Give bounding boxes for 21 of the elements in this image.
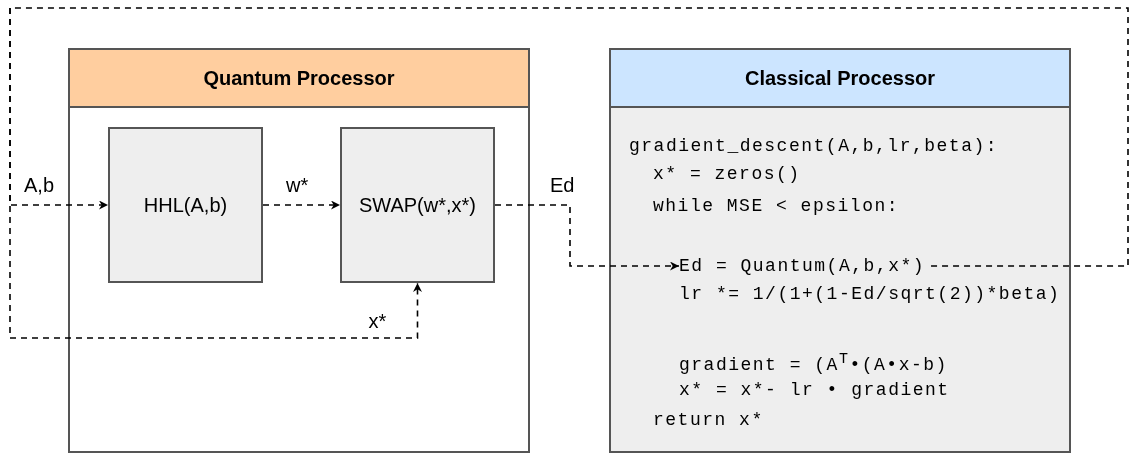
code-line: Ed = Quantum(A,b,x*) — [679, 255, 926, 277]
processor-panel — [609, 48, 1071, 453]
process-box: SWAP(w*,x*) — [340, 127, 495, 283]
dashed-arrow — [9, 7, 422, 339]
code-line: gradient = (A$^{T}$•(A•x-b) — [679, 350, 948, 376]
processor-panel — [68, 48, 530, 453]
edge-label: Ed — [549, 174, 576, 196]
code-line: lr *= 1/(1+(1-Ed/sqrt(2))*beta) — [679, 283, 1061, 305]
code-line: x* = x*- lr • gradient — [679, 379, 950, 401]
edge-label: w* — [285, 174, 310, 196]
edge-label: x* — [367, 310, 388, 332]
code-line: return x* — [653, 409, 764, 431]
process-box: HHL(A,b) — [108, 127, 263, 283]
dashed-arrow — [262, 200, 341, 210]
code-line: gradient_descent(A,b,lr,beta): — [629, 135, 999, 157]
dashed-arrow — [494, 204, 680, 271]
panel-title: Classical Processor — [611, 50, 1069, 108]
edge-label: A,b — [23, 174, 56, 196]
code-line: x* = zeros() — [653, 163, 801, 185]
code-line: while MSE < epsilon: — [653, 195, 900, 217]
panel-title: Quantum Processor — [70, 50, 528, 108]
